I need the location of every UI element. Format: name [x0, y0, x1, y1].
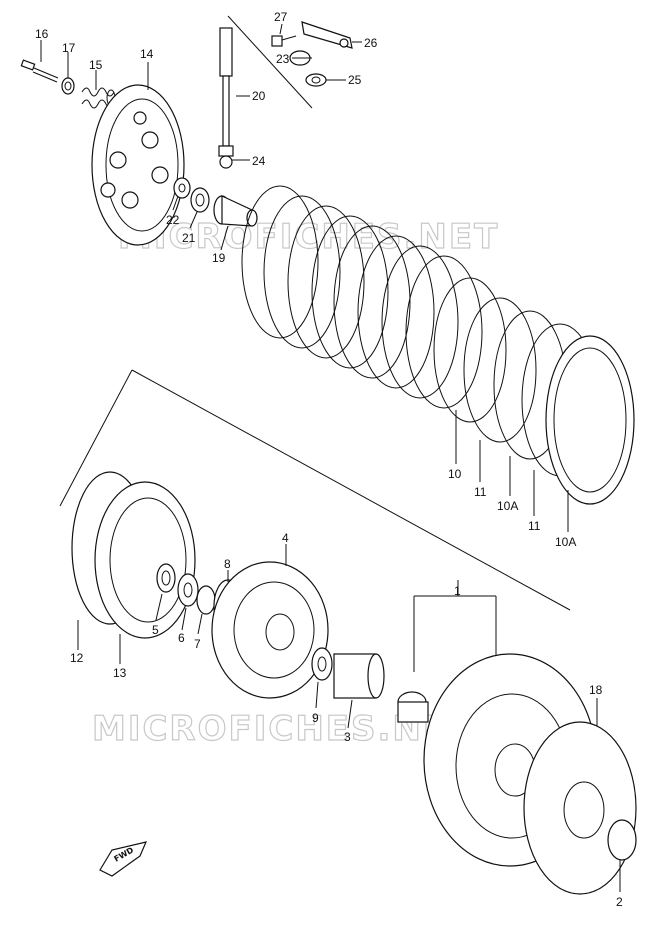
callout-10a-first: 10A [497, 499, 518, 513]
push-rod-20[interactable] [218, 27, 234, 157]
callout-1: 1 [454, 584, 461, 598]
callout-4: 4 [282, 531, 289, 545]
callout-7: 7 [194, 637, 201, 651]
primary-driven-gear-4[interactable] [211, 561, 329, 699]
pressure-plate-14[interactable] [91, 84, 185, 246]
watermark-top: MICROFICHES.NET [118, 217, 499, 257]
callout-3: 3 [344, 730, 351, 744]
clutch-hub-13[interactable] [94, 481, 196, 639]
leader-lines [40, 23, 621, 892]
callout-15: 15 [89, 58, 103, 72]
callout-18: 18 [589, 683, 603, 697]
oil-seal-24[interactable] [219, 155, 233, 169]
needle-bearing-3[interactable] [333, 653, 385, 699]
washer-6[interactable] [177, 573, 199, 607]
callout-8: 8 [224, 557, 231, 571]
push-piece-19[interactable] [213, 195, 258, 227]
callout-16: 16 [35, 27, 49, 41]
callout-12: 12 [70, 651, 84, 665]
callout-11-first: 11 [474, 485, 487, 499]
starter-clutch-18[interactable] [523, 721, 637, 895]
spring-7[interactable] [196, 585, 216, 615]
callout-2: 2 [616, 895, 623, 909]
callout-5: 5 [152, 623, 159, 637]
bushing-25[interactable] [305, 73, 327, 87]
callout-21: 21 [182, 231, 196, 245]
callout-19: 19 [212, 251, 226, 265]
callout-22: 22 [166, 213, 180, 227]
callout-11-second: 11 [528, 519, 541, 533]
arm-26[interactable] [301, 21, 353, 49]
callout-20: 20 [252, 89, 266, 103]
callout-14: 14 [140, 47, 154, 61]
spacer-1[interactable] [397, 691, 429, 723]
washer-22[interactable] [173, 177, 191, 199]
bearing-21[interactable] [190, 187, 210, 213]
callout-24: 24 [252, 154, 266, 168]
bolt-16[interactable] [20, 59, 59, 83]
clutch-plate-stack[interactable] [241, 185, 635, 505]
bushing-17[interactable] [61, 77, 75, 95]
callout-10: 10 [448, 467, 462, 481]
callout-27: 27 [274, 10, 288, 24]
washer-5[interactable] [156, 563, 176, 593]
gear-2[interactable] [607, 819, 637, 861]
fwd-arrow-icon: FWD [99, 841, 148, 877]
callout-25: 25 [348, 73, 362, 87]
bolt-27[interactable] [271, 35, 297, 47]
callout-23: 23 [276, 52, 290, 66]
callout-6: 6 [178, 631, 185, 645]
callout-13: 13 [113, 666, 127, 680]
callout-26: 26 [364, 36, 378, 50]
callout-10a-second: 10A [555, 535, 576, 549]
callout-17: 17 [62, 41, 76, 55]
callout-9: 9 [312, 711, 319, 725]
washer-9[interactable] [311, 647, 333, 681]
